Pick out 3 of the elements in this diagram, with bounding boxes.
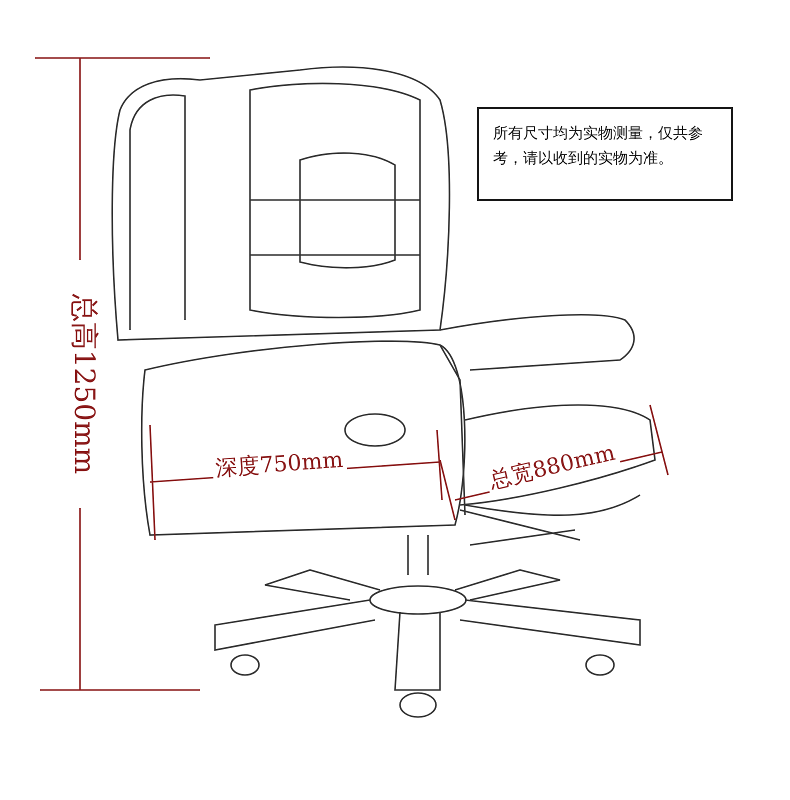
note-box [477, 107, 733, 201]
dimension-label: 总高1250mm [70, 260, 98, 508]
note-text: 所有尺寸均为实物测量，仅共参考，请以收到的实物为准。 [493, 124, 703, 167]
